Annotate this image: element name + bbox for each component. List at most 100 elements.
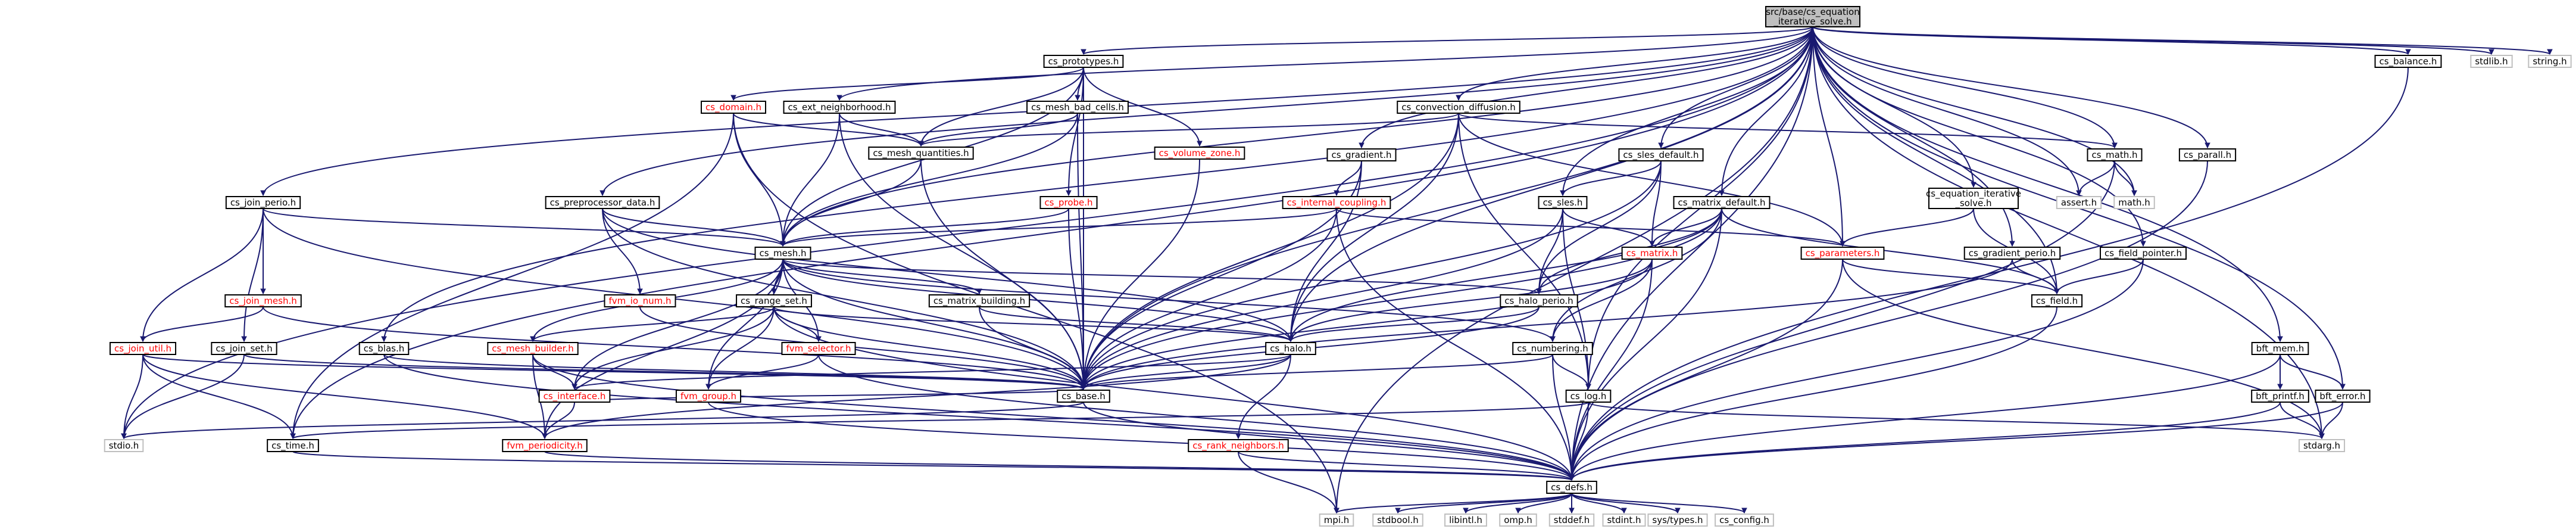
- node-join_mesh[interactable]: cs_join_mesh.h: [224, 294, 302, 307]
- arrowhead-cs_defs-to-stddef: [1569, 508, 1575, 514]
- node-bft_mem[interactable]: bft_mem.h: [2251, 342, 2309, 355]
- node-mesh[interactable]: cs_mesh.h: [754, 247, 811, 260]
- node-fvm_periodicity[interactable]: fvm_periodicity.h: [502, 439, 588, 452]
- node-fvm_io_num[interactable]: fvm_io_num.h: [604, 294, 676, 307]
- edge-domain-to-mesh_quant: [733, 113, 922, 147]
- node-label-blas: cs_blas.h: [364, 343, 405, 354]
- node-box-parameters: [1800, 247, 1885, 260]
- node-parameters[interactable]: cs_parameters.h: [1800, 247, 1885, 260]
- node-box-join_mesh: [224, 294, 302, 307]
- edge-join_mesh-to-join_util: [142, 306, 264, 342]
- node-join_util[interactable]: cs_join_util.h: [109, 342, 177, 355]
- node-box-systypes: [1647, 514, 1708, 527]
- arrowhead-matrix_default-to-matrix: [1649, 241, 1655, 247]
- node-volume_zone[interactable]: cs_volume_zone.h: [1154, 147, 1245, 160]
- edge-math-to-assert: [2078, 160, 2115, 196]
- arrowhead-base-to-stdio: [121, 433, 127, 440]
- node-label-numbering: cs_numbering.h: [1517, 343, 1588, 354]
- node-label-fvm_group: fvm_group.h: [680, 391, 736, 402]
- edge-matrix_building-to-halo: [979, 306, 1291, 342]
- node-eq_iter[interactable]: cs_equation_iterative_solve.h: [1926, 188, 2021, 209]
- node-log[interactable]: cs_log.h: [1565, 390, 1612, 403]
- arrowhead-cs_defs-to-stdbool: [1395, 508, 1401, 514]
- node-cs_time[interactable]: cs_time.h: [267, 439, 319, 452]
- node-matrix_default[interactable]: cs_matrix_default.h: [1673, 196, 1771, 209]
- edge-halo-to-fvm_periodicity: [544, 354, 1291, 439]
- edge-root-to-field: [1812, 26, 2057, 294]
- node-label-bft_printf: bft_printf.h: [2256, 391, 2305, 402]
- node-stdio: stdio.h: [104, 439, 144, 452]
- node-parall[interactable]: cs_parall.h: [2178, 148, 2237, 161]
- node-bft_printf[interactable]: bft_printf.h: [2251, 390, 2309, 403]
- node-fvm_group[interactable]: fvm_group.h: [675, 390, 742, 403]
- edge-mesh_bad-to-base: [1077, 113, 1084, 390]
- edge-preproc-to-halo: [602, 208, 1291, 342]
- node-mesh_bad[interactable]: cs_mesh_bad_cells.h: [1026, 101, 1129, 114]
- node-sles_default[interactable]: cs_sles_default.h: [1618, 148, 1704, 161]
- node-layer: src/base/cs_equation_iterative_solve.hmp…: [104, 6, 2572, 527]
- edge-cs_time-to-cs_defs: [292, 451, 1572, 481]
- node-join_perio[interactable]: cs_join_perio.h: [225, 196, 301, 209]
- node-box-libintl: [1444, 514, 1487, 527]
- node-box-parall: [2178, 148, 2237, 161]
- node-domain[interactable]: cs_domain.h: [700, 101, 767, 114]
- node-prototypes[interactable]: cs_prototypes.h: [1043, 55, 1124, 68]
- arrowhead-conv_diff-to-math: [2112, 142, 2118, 149]
- node-rank_nb[interactable]: cs_rank_neighbors.h: [1188, 439, 1289, 452]
- node-gradient[interactable]: cs_gradient.h: [1326, 148, 1397, 161]
- node-ext_nb[interactable]: cs_ext_neighborhood.h: [783, 101, 896, 114]
- node-label-gradient: cs_gradient.h: [1331, 150, 1391, 161]
- node-mesh_builder[interactable]: cs_mesh_builder.h: [487, 342, 579, 355]
- edge-probe-to-base: [1068, 208, 1084, 390]
- edge-matrix_default-to-cs_defs: [1571, 208, 1722, 481]
- node-blas[interactable]: cs_blas.h: [358, 342, 410, 355]
- edge-root-to-prototypes: [1083, 26, 1813, 55]
- node-matrix_building[interactable]: cs_matrix_building.h: [928, 294, 1031, 307]
- node-math[interactable]: cs_math.h: [2087, 148, 2143, 161]
- node-mesh_quant[interactable]: cs_mesh_quantities.h: [868, 147, 974, 160]
- edge-root-to-parameters: [1812, 26, 1843, 247]
- node-field_pointer[interactable]: cs_field_pointer.h: [2100, 247, 2187, 260]
- node-range_set[interactable]: cs_range_set.h: [736, 294, 812, 307]
- edge-field_pointer-to-field: [2056, 259, 2144, 294]
- node-balance[interactable]: cs_balance.h: [2374, 55, 2442, 68]
- node-halo_perio[interactable]: cs_halo_perio.h: [1500, 294, 1578, 307]
- edge-join_perio-to-join_set: [243, 208, 264, 342]
- edge-mesh_bad-to-mesh: [782, 113, 1078, 247]
- node-join_set[interactable]: cs_join_set.h: [211, 342, 277, 355]
- node-box-fvm_io_num: [604, 294, 676, 307]
- node-interface[interactable]: cs_interface.h: [538, 390, 611, 403]
- node-grad_perio[interactable]: cs_gradient_perio.h: [1963, 247, 2061, 260]
- node-cs_defs[interactable]: cs_defs.h: [1546, 481, 1597, 494]
- node-sles[interactable]: cs_sles.h: [1538, 196, 1588, 209]
- edge-sles-to-matrix: [1562, 208, 1653, 247]
- node-field[interactable]: cs_field.h: [2031, 294, 2083, 307]
- node-int_coupling[interactable]: cs_internal_coupling.h: [1282, 196, 1391, 209]
- node-box-mathh: [2113, 196, 2155, 209]
- node-conv_diff[interactable]: cs_convection_diffusion.h: [1397, 101, 1520, 114]
- edge-halo_perio-to-halo: [1290, 306, 1540, 342]
- node-numbering[interactable]: cs_numbering.h: [1512, 342, 1593, 355]
- edge-root-to-bft_mem: [1812, 26, 2281, 342]
- edge-domain-to-mesh: [733, 113, 783, 247]
- edge-root-to-cs_time: [292, 26, 1813, 439]
- arrowhead-conv_diff-to-mesh_quant: [918, 141, 924, 147]
- arrowhead-bft_mem-to-bft_error: [2340, 384, 2346, 390]
- arrowhead-cs_defs-to-libintl: [1463, 508, 1469, 514]
- node-preproc[interactable]: cs_preprocessor_data.h: [545, 196, 660, 209]
- node-fvm_selector[interactable]: fvm_selector.h: [781, 342, 856, 355]
- node-base[interactable]: cs_base.h: [1057, 390, 1110, 403]
- node-bft_error[interactable]: bft_error.h: [2315, 390, 2371, 403]
- node-matrix[interactable]: cs_matrix.h: [1621, 247, 1683, 260]
- arrowhead-root-to-balance: [2405, 49, 2411, 55]
- node-label-conv_diff: cs_convection_diffusion.h: [1401, 102, 1516, 113]
- node-label-cs_config: cs_config.h: [1719, 515, 1769, 526]
- node-box-string: [2528, 55, 2572, 68]
- edge-root-to-mesh: [782, 26, 1813, 247]
- node-halo[interactable]: cs_halo.h: [1265, 342, 1316, 355]
- edge-halo-to-base: [1083, 354, 1291, 390]
- edge-cs_defs-to-mpi: [1336, 493, 1572, 514]
- arrowhead-join_perio-to-join_set: [241, 336, 247, 343]
- arrowhead-root-to-bft_mem: [2277, 336, 2283, 343]
- node-probe[interactable]: cs_probe.h: [1039, 196, 1098, 209]
